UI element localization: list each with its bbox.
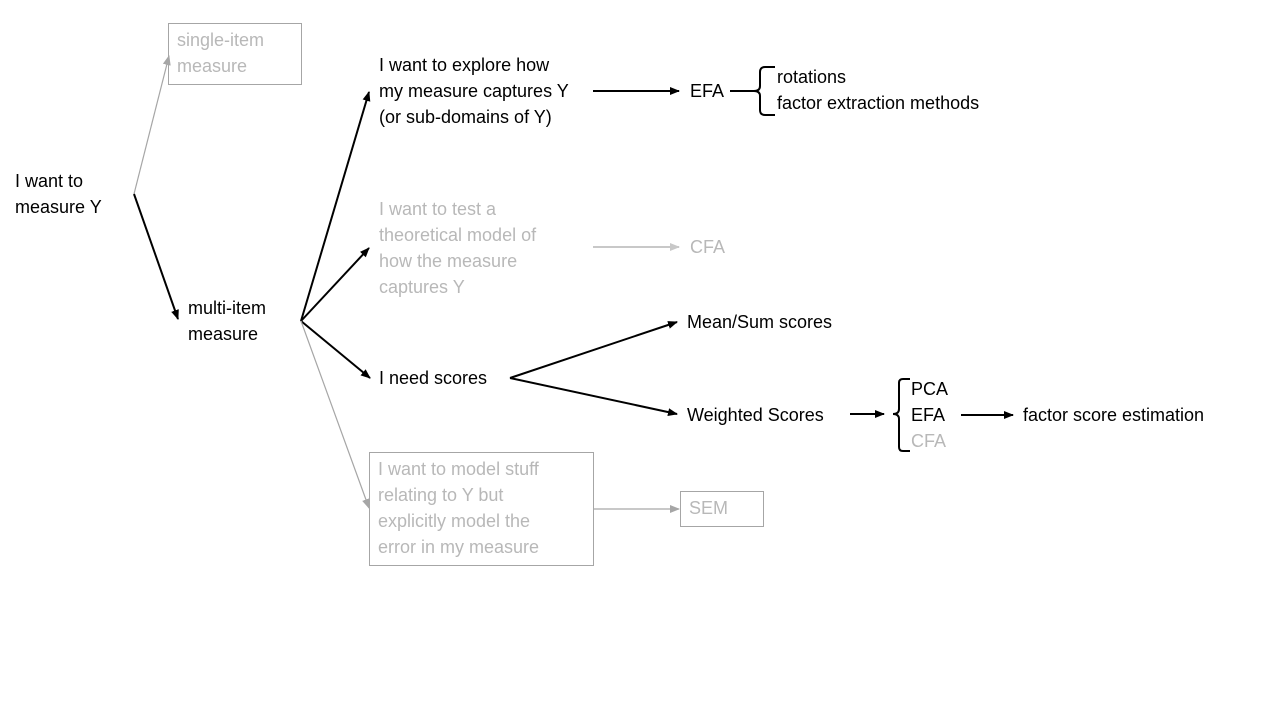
node-need-scores: I need scores: [379, 365, 487, 391]
edge-multi-test-model: [300, 247, 370, 322]
node-mean-sum: Mean/Sum scores: [687, 312, 833, 332]
node-efa-options: rotations factor extraction methods: [777, 64, 979, 116]
node-single-item-line: measure: [177, 56, 248, 76]
edge-scores-weighted: [509, 377, 678, 417]
brace-weighted-methods: [892, 378, 910, 452]
method-efa: EFA: [911, 405, 946, 425]
node-cfa: CFA: [690, 237, 726, 257]
node-sem: SEM: [680, 491, 764, 527]
edge-multi-model-error: [300, 320, 370, 509]
node-model-error-line: relating to Y but: [378, 485, 504, 505]
node-multi-item-line: multi-item: [188, 298, 267, 318]
node-explore-line: I want to explore how: [379, 55, 550, 75]
node-root-line: measure Y: [15, 197, 102, 217]
node-root: I want to measure Y: [15, 168, 102, 220]
efa-option-extraction: factor extraction methods: [777, 93, 980, 113]
node-test-model-line: theoretical model of: [379, 225, 537, 245]
node-model-error: I want to model stuff relating to Y but …: [369, 452, 594, 566]
edge-multi-need-scores: [300, 320, 371, 379]
node-root-line: I want to: [15, 171, 84, 191]
node-explore-line: (or sub-domains of Y): [379, 107, 552, 127]
node-test-model: I want to test a theoretical model of ho…: [379, 196, 536, 300]
node-weighted-methods: PCA EFA CFA: [911, 376, 948, 454]
node-test-model-line: I want to test a: [379, 199, 497, 219]
node-test-model-line: how the measure: [379, 251, 518, 271]
node-test-model-line: captures Y: [379, 277, 465, 297]
brace-efa-options: [753, 66, 775, 116]
node-single-item-line: single-item: [177, 30, 265, 50]
node-multi-item-line: measure: [188, 324, 259, 344]
method-pca: PCA: [911, 379, 949, 399]
edge-root-single-item: [133, 55, 171, 195]
method-cfa: CFA: [911, 431, 947, 451]
efa-option-rotations: rotations: [777, 67, 847, 87]
node-model-error-line: I want to model stuff: [378, 459, 539, 479]
edge-scores-mean-sum: [509, 321, 678, 379]
edge-multi-explore: [300, 91, 371, 322]
node-need-scores-line: I need scores: [379, 368, 488, 388]
node-model-error-line: explicitly model the: [378, 511, 531, 531]
node-explore: I want to explore how my measure capture…: [379, 52, 569, 130]
node-sem-label: SEM: [689, 498, 729, 518]
edge-root-multi-item: [133, 193, 179, 320]
node-efa: EFA: [690, 81, 725, 101]
node-model-error-line: error in my measure: [378, 537, 540, 557]
node-weighted: Weighted Scores: [687, 405, 824, 425]
node-factor-score: factor score estimation: [1023, 405, 1205, 425]
node-single-item: single-item measure: [168, 23, 302, 85]
node-explore-line: my measure captures Y: [379, 81, 569, 101]
node-multi-item: multi-item measure: [188, 295, 266, 347]
